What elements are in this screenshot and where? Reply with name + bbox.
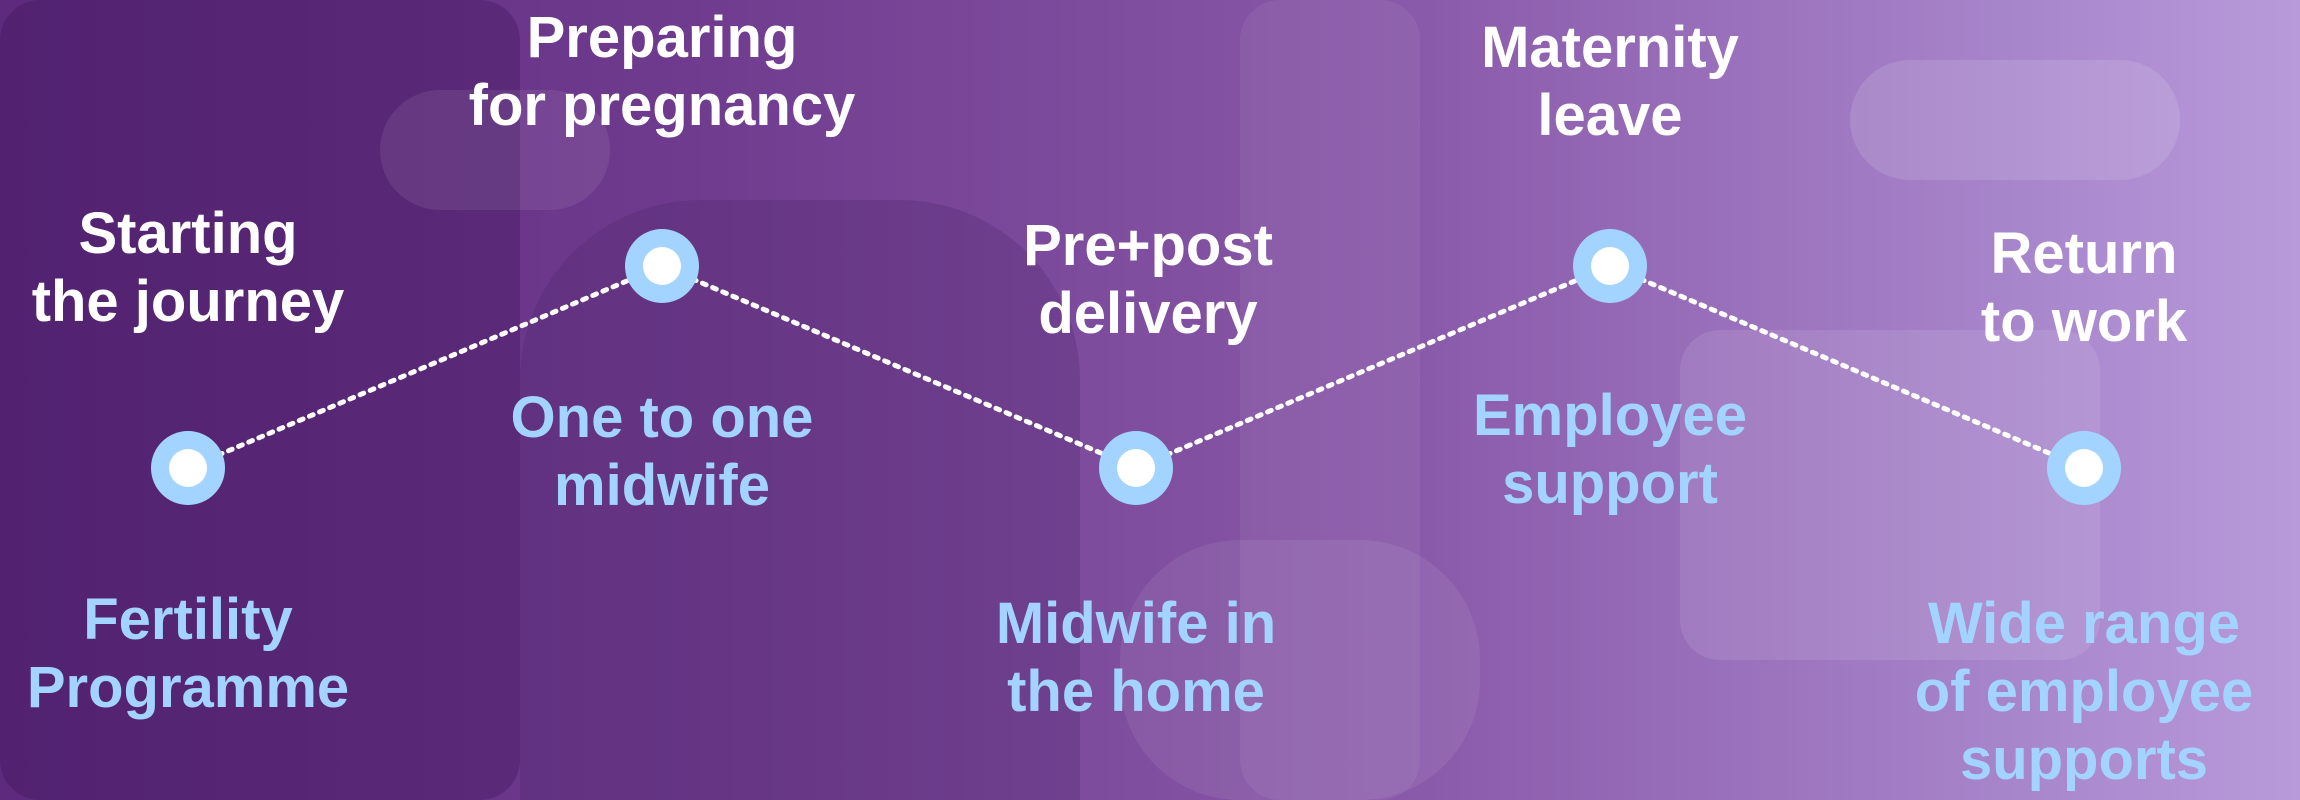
stage-title-return-to-work: Return to work [1864, 220, 2300, 356]
connector-4-5 [1607, 263, 2087, 471]
service-line: of employee [1914, 659, 2254, 724]
stage-title-pre-post-delivery: Pre+post delivery [928, 212, 1368, 348]
stage-title-preparing-for-pregnancy: Preparing for pregnancy [442, 4, 882, 140]
connector-1-2 [185, 263, 665, 471]
stage-node-center [1591, 247, 1629, 285]
service-line: Midwife in [995, 591, 1277, 656]
stage-node-2 [625, 229, 699, 303]
stage-node-center [2065, 449, 2103, 487]
background-photo-window [1240, 0, 1420, 800]
stage-title-line: leave [1537, 83, 1683, 148]
service-line: the home [1007, 659, 1265, 724]
stage-node-4 [1573, 229, 1647, 303]
stage-title-line: for pregnancy [468, 73, 856, 138]
background-photo-figure [520, 200, 1080, 800]
stage-node-3 [1099, 431, 1173, 505]
stage-title-line: Maternity [1481, 15, 1739, 80]
stage-title-line: the journey [31, 269, 345, 334]
connector-2-3 [659, 263, 1139, 471]
service-employee-support: Employee support [1390, 382, 1830, 518]
service-line: supports [1959, 727, 2209, 792]
service-midwife-in-the-home: Midwife in the home [916, 590, 1356, 726]
service-line: Programme [26, 655, 350, 720]
background-photo-hand [1120, 540, 1480, 800]
background-photo-lamp [1850, 60, 2180, 180]
stage-title-line: to work [1980, 289, 2188, 354]
stage-title-line: Starting [78, 201, 298, 266]
stage-node-5 [2047, 431, 2121, 505]
stage-node-center [169, 449, 207, 487]
stage-node-center [1117, 449, 1155, 487]
stage-title-line: Pre+post [1023, 213, 1273, 278]
service-line: One to one [510, 385, 814, 450]
stage-title-line: delivery [1038, 281, 1258, 346]
background-photo-lamp-left [380, 90, 610, 210]
stage-node-center [643, 247, 681, 285]
stage-title-starting-the-journey: Starting the journey [0, 200, 408, 336]
service-line: Wide range [1927, 591, 2241, 656]
stage-title-maternity-leave: Maternity leave [1390, 14, 1830, 150]
stage-title-line: Preparing [526, 5, 798, 70]
service-wide-range-of-employee-supports: Wide range of employee supports [1864, 590, 2300, 794]
connector-3-4 [1133, 263, 1613, 471]
stage-node-1 [151, 431, 225, 505]
service-line: Employee [1473, 383, 1747, 448]
service-line: support [1502, 451, 1718, 516]
service-line: midwife [554, 453, 770, 518]
stage-title-line: Return [1990, 221, 2178, 286]
background-photo-monitor [1680, 330, 2100, 660]
background-photo-shade [0, 0, 520, 800]
service-fertility-programme: Fertility Programme [0, 586, 408, 722]
service-line: Fertility [83, 587, 293, 652]
service-one-to-one-midwife: One to one midwife [442, 384, 882, 520]
